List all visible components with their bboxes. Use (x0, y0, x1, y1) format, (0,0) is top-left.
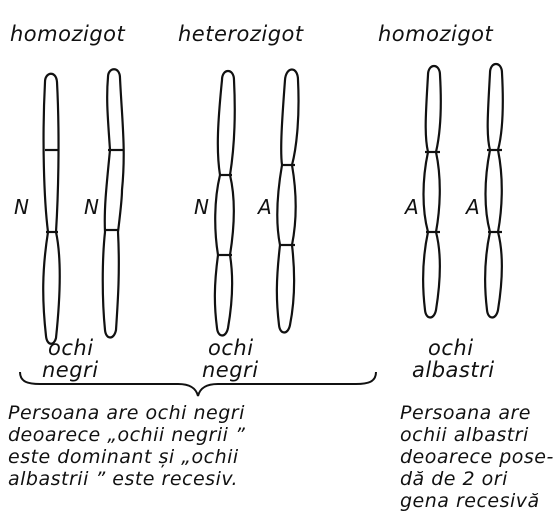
chromosome-pair-3 (423, 64, 503, 318)
chromosome-2a (215, 71, 235, 336)
chromosome-1a (43, 74, 60, 344)
phenotype-p3-line1: ochi (428, 337, 474, 359)
phenotype-p2-line2: negri (202, 359, 259, 381)
phenotype-p2-line1: ochi (208, 337, 254, 359)
allele-p3-a: A (405, 195, 419, 219)
allele-p2-b: A (258, 195, 272, 219)
phenotype-p1-line1: ochi (48, 337, 94, 359)
allele-p1-a: N (14, 195, 29, 219)
chromosome-2b (277, 70, 299, 333)
phenotype-p3-line2: albastri (412, 359, 495, 381)
allele-p1-b: N (84, 195, 99, 219)
chromosome-pair-2 (215, 70, 299, 336)
phenotype-p1-line2: negri (42, 359, 99, 381)
chromosome-1b (103, 69, 124, 337)
allele-p2-a: N (194, 195, 209, 219)
explanation-left: Persoana are ochi negri deoarece „ochii … (8, 402, 245, 490)
allele-p3-b: A (466, 195, 480, 219)
chromosome-3a (423, 66, 441, 318)
explanation-right: Persoana are ochii albastri deoarece pos… (400, 402, 554, 512)
chromosome-3b (485, 64, 503, 318)
